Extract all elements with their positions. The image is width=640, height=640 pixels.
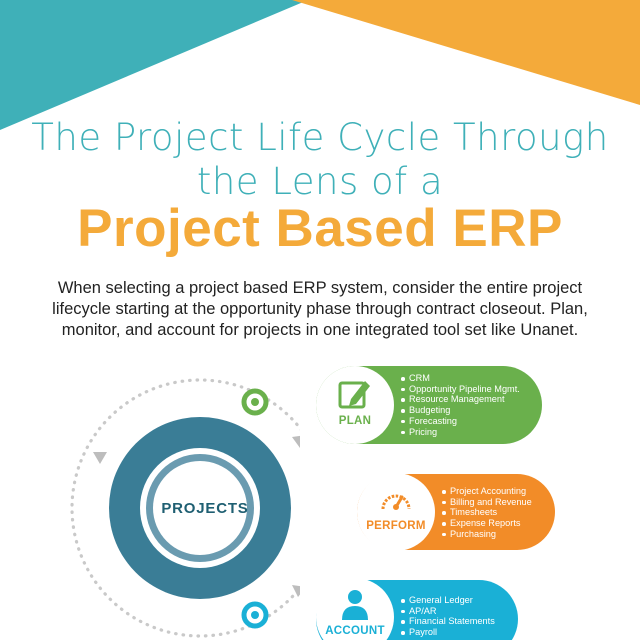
perform-item-purchasing: Purchasing <box>441 529 532 540</box>
account-connector-dot <box>251 611 259 619</box>
plan-connector-dot <box>251 398 259 406</box>
top-banner <box>0 0 640 130</box>
perform-item-project-accounting: Project Accounting <box>441 486 532 497</box>
account-badge: ACCOUNT <box>316 578 394 640</box>
person-icon <box>342 590 368 620</box>
pencil-icon <box>338 381 370 409</box>
projects-core-highlight <box>153 461 247 555</box>
account-item-payroll: Payroll <box>400 627 495 638</box>
account-item-financial-statements: Financial Statements <box>400 616 495 627</box>
plan-card: PLAN CRM Opportunity Pipeline Mgmt. Reso… <box>316 366 542 444</box>
title-strong: Project Based ERP <box>77 199 563 258</box>
perform-item-timesheets: Timesheets <box>441 507 532 518</box>
intro-line-1: When selecting a project based ERP syste… <box>57 279 583 297</box>
plan-item-resource: Resource Management <box>400 394 520 405</box>
plan-label: PLAN <box>338 415 372 427</box>
intro-line-2: lifecycle starting at the opportunity ph… <box>52 300 588 318</box>
dotted-cycle-ring <box>70 378 300 638</box>
account-item-ap-ar: AP/AR <box>400 606 495 617</box>
cycle-arrow-left <box>93 452 107 464</box>
cycle-arrow-right-top <box>292 435 300 448</box>
perform-feature-list: Project Accounting Billing and Revenue T… <box>441 486 532 540</box>
title-line-2: the Lens of a <box>196 160 444 203</box>
account-item-general-ledger: General Ledger <box>400 595 495 606</box>
plan-item-pipeline: Opportunity Pipeline Mgmt. <box>400 384 520 395</box>
plan-item-crm: CRM <box>400 373 520 384</box>
title-line-1: The Project Life Cycle Through <box>31 116 609 159</box>
plan-item-pricing: Pricing <box>400 427 520 438</box>
cycle-arrow-right-bottom <box>292 585 300 597</box>
plan-feature-list: CRM Opportunity Pipeline Mgmt. Resource … <box>400 373 520 437</box>
plan-item-budgeting: Budgeting <box>400 405 520 416</box>
projects-center-label: PROJECTS <box>161 500 249 517</box>
perform-item-billing: Billing and Revenue <box>441 497 532 508</box>
banner-teal-shape <box>0 0 308 130</box>
gauge-icon <box>381 494 411 510</box>
plan-badge: PLAN <box>316 366 394 444</box>
perform-item-expense: Expense Reports <box>441 518 532 529</box>
account-feature-list: General Ledger AP/AR Financial Statement… <box>400 595 495 638</box>
account-label: ACCOUNT <box>325 625 385 637</box>
plan-item-forecasting: Forecasting <box>400 416 520 427</box>
perform-label: PERFORM <box>366 520 426 532</box>
intro-line-3: monitor, and account for projects in one… <box>61 321 579 339</box>
perform-card: PERFORM Project Accounting Billing and R… <box>357 473 555 551</box>
banner-orange-shape <box>292 0 640 105</box>
account-card: ACCOUNT General Ledger AP/AR Financial S… <box>316 578 518 640</box>
perform-badge: PERFORM <box>357 473 435 551</box>
lifecycle-diagram: Real-Time Analytics & KPIs <box>70 378 300 638</box>
